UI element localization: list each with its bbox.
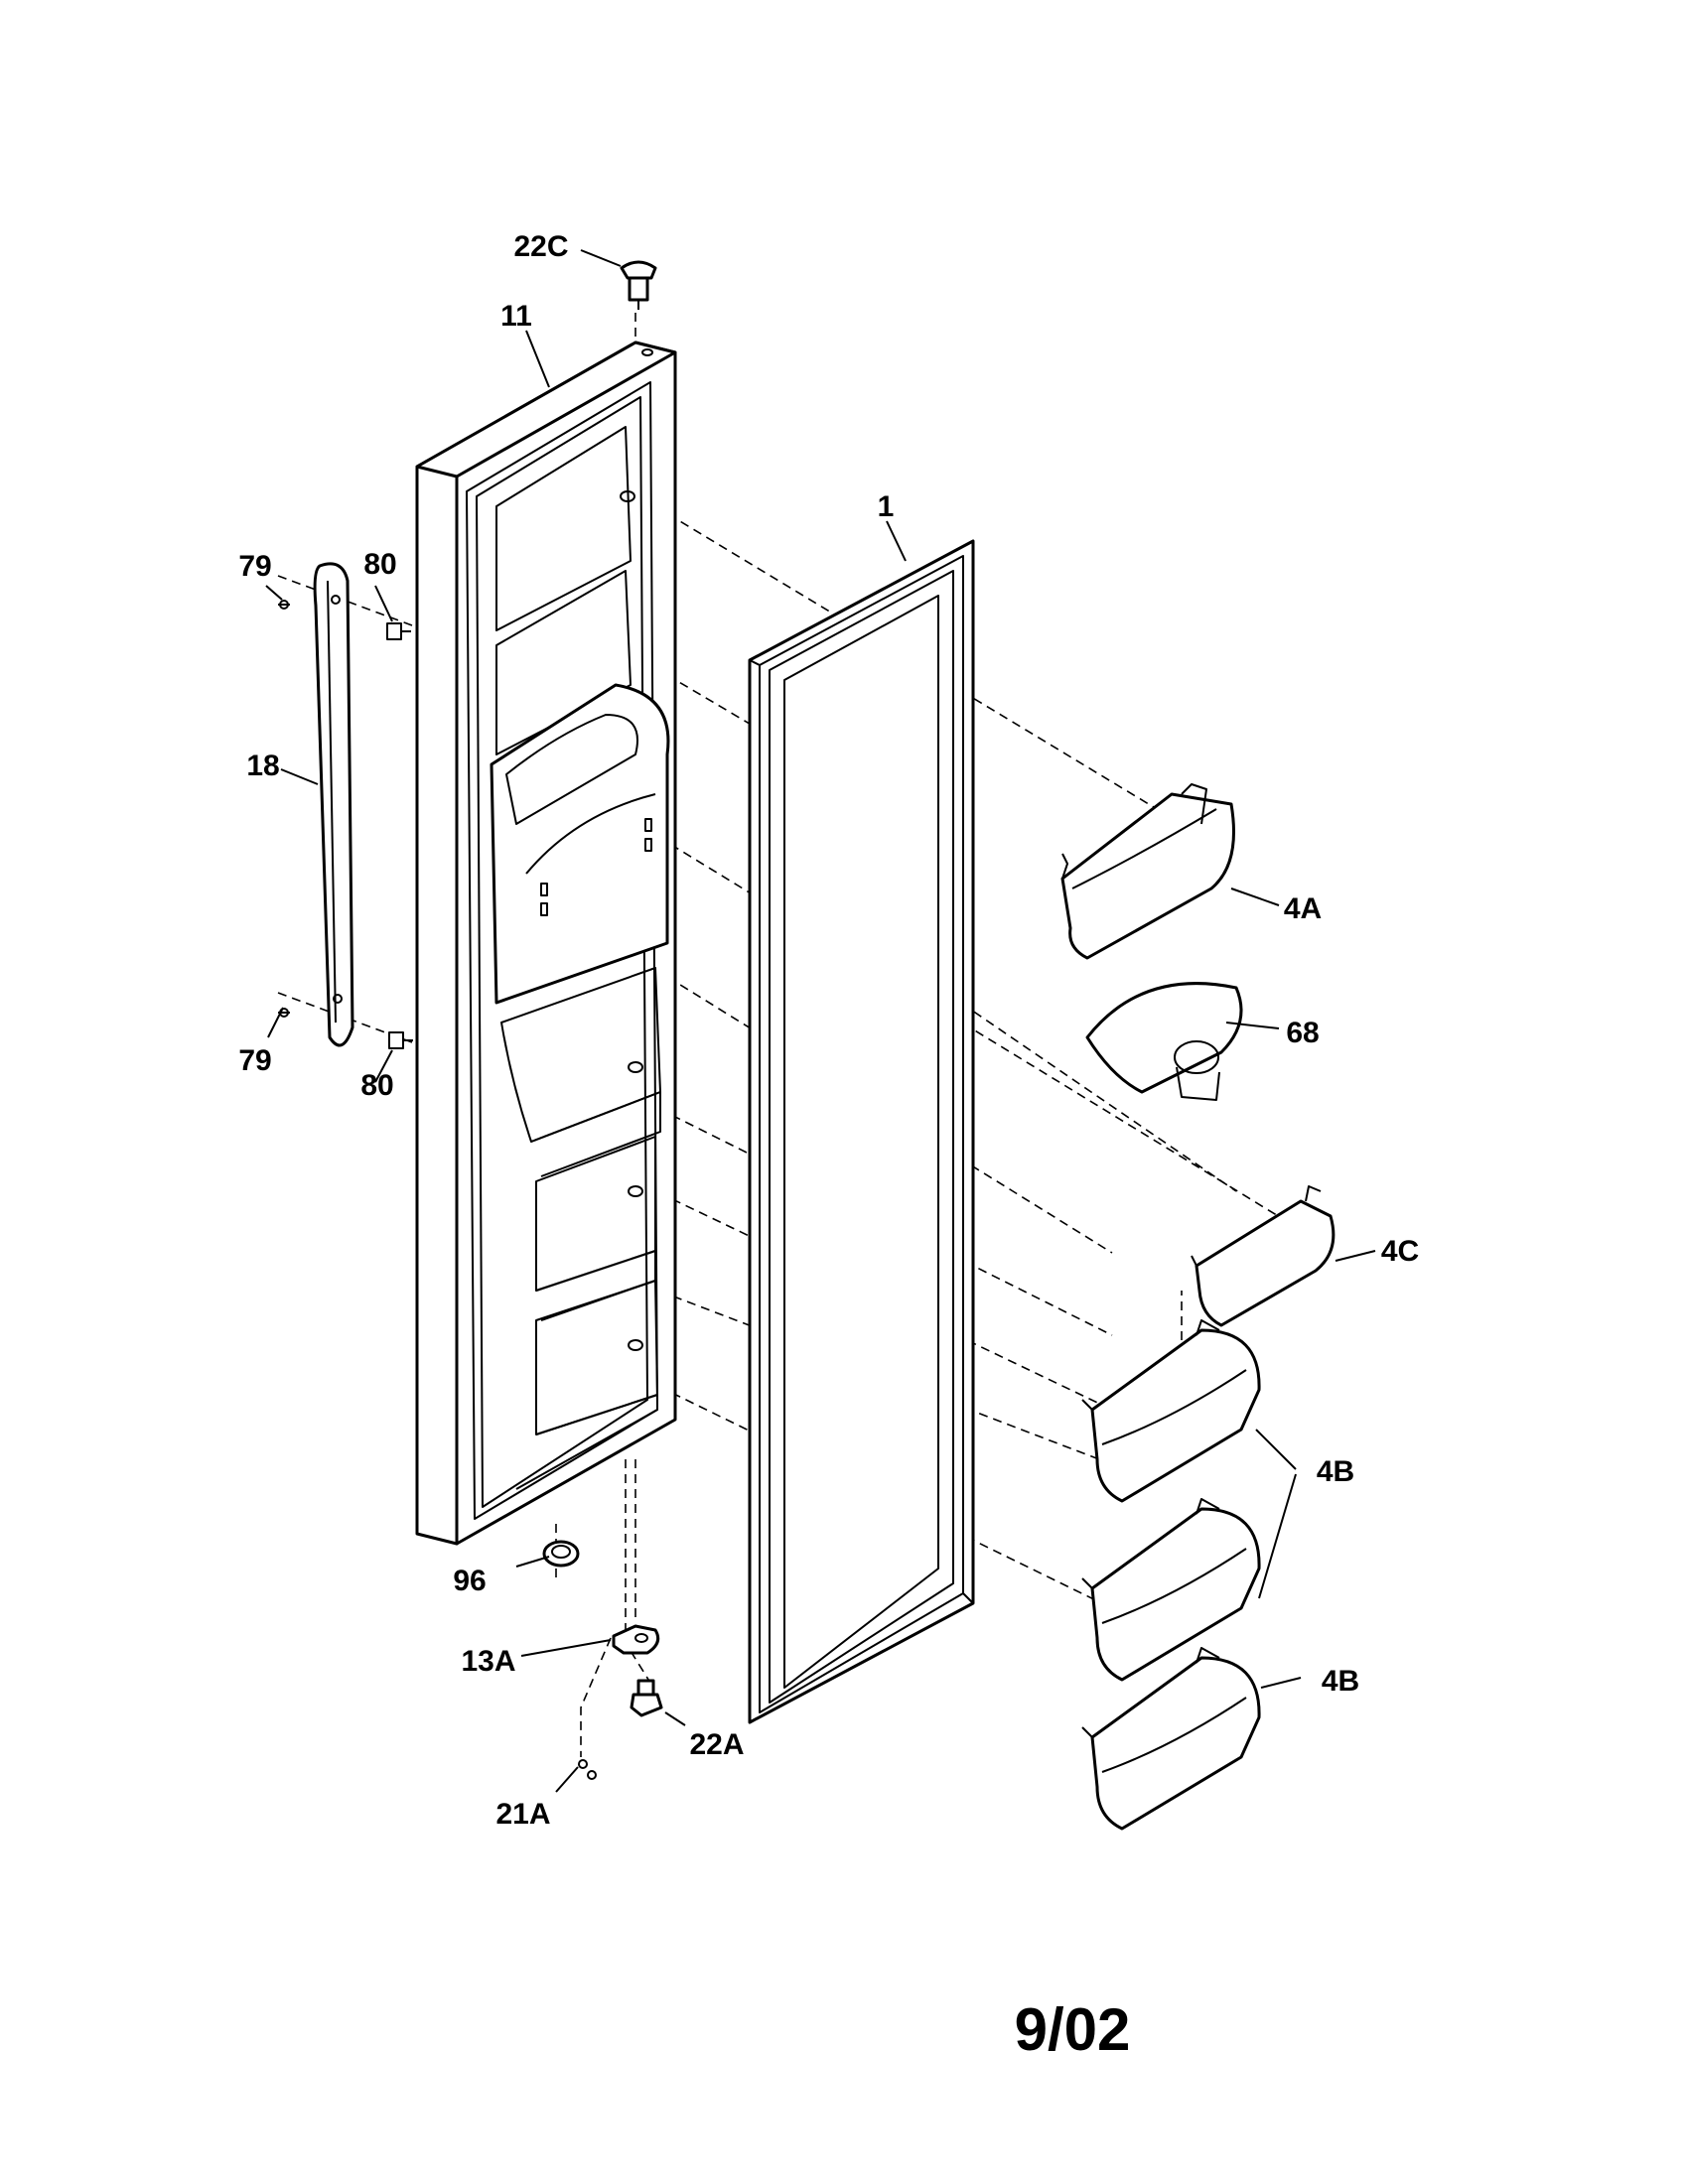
label-21a: 21A [495,1798,550,1831]
door-bin-4b-upper [1081,1319,1261,1503]
label-79-top: 79 [238,550,271,583]
label-4b-single: 4B [1322,1665,1359,1698]
hinge-bracket [612,1624,660,1655]
plug-96 [542,1540,580,1568]
label-68: 68 [1286,1017,1319,1049]
hinge-pin-bottom [630,1679,663,1717]
door-handle [313,562,354,1047]
label-96: 96 [453,1565,486,1597]
door-gasket [748,539,975,1724]
door-bin-4b-middle [1081,1498,1261,1682]
label-4c: 4C [1381,1235,1419,1268]
label-1: 1 [878,490,895,523]
label-80-top: 80 [363,548,396,581]
label-80-bottom: 80 [360,1069,393,1102]
callout-labels: 22C 11 1 79 80 18 79 80 4A 68 4C 4B 4B 9… [238,230,1419,1831]
door-bin-4a [1060,783,1235,960]
hinge-pin-top [620,260,657,310]
leader-lines [265,249,1376,1793]
label-79-bottom: 79 [238,1044,271,1077]
ice-chute [1085,982,1243,1101]
label-13a: 13A [461,1645,515,1678]
label-4b-pair: 4B [1317,1455,1354,1488]
label-11: 11 [500,300,532,333]
label-18: 18 [246,750,279,782]
door-assembly [415,341,677,1546]
revision-date: 9/02 [1014,1996,1131,2063]
door-bin-4c [1191,1185,1336,1327]
screw-21a [578,1759,597,1780]
door-bin-4b-lower [1081,1647,1261,1831]
label-22c: 22C [513,230,568,263]
label-22a: 22A [689,1728,744,1761]
label-4a: 4A [1284,892,1322,925]
